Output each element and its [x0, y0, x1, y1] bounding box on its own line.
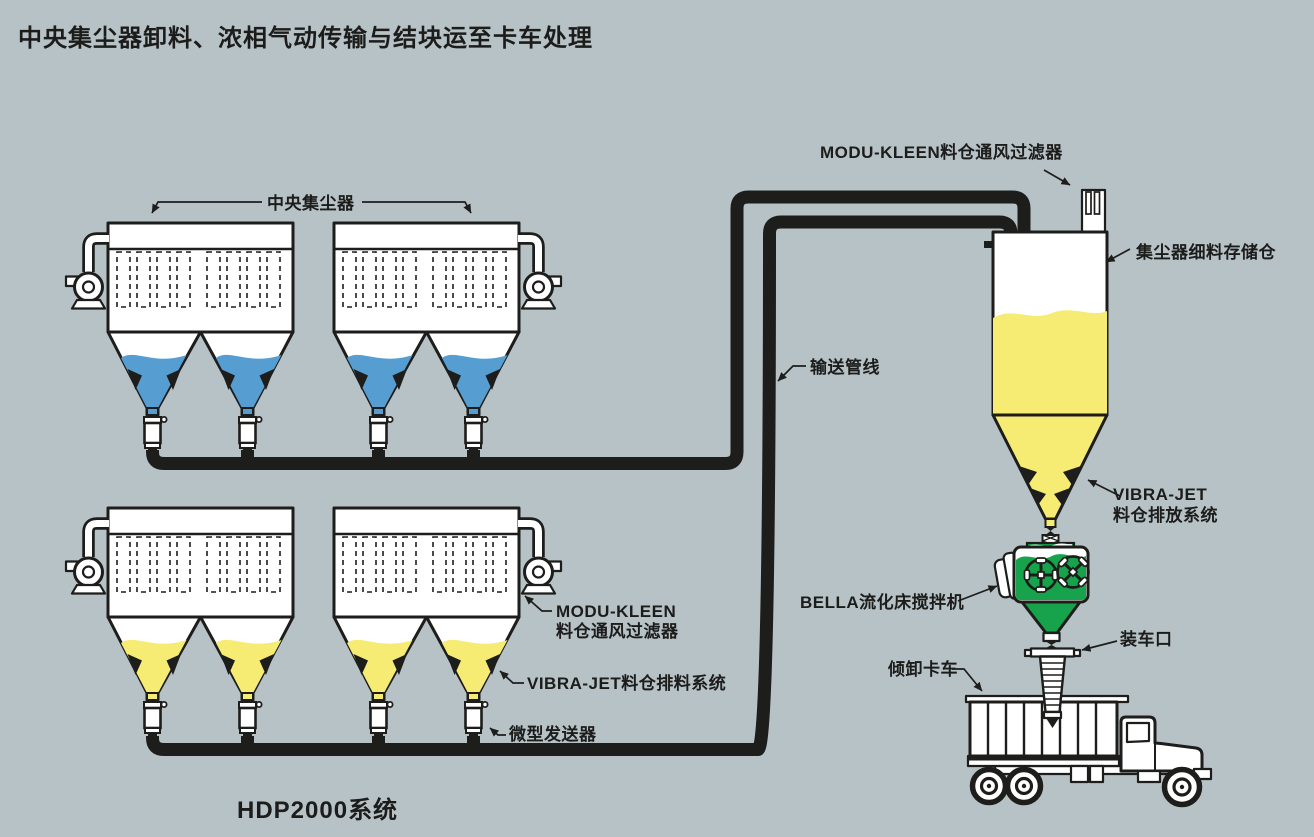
label-vibra-jet-silo-line2: 料仓排放系统	[1113, 505, 1218, 525]
truck-windshield	[1125, 721, 1151, 744]
label-system-name: HDP2000系统	[237, 796, 398, 824]
fan-collector-4	[518, 524, 561, 594]
label-vibra-jet-bottom: VIBRA-JET料仓排料系统	[527, 673, 726, 693]
central-dust-collector-4	[334, 508, 519, 741]
label-micro-transmitter: 微型发送器	[508, 724, 597, 744]
mixer-paddle-wheel-right	[1056, 555, 1090, 589]
fan-collector-1	[66, 239, 109, 309]
mixer-paddle-wheel-left	[1023, 557, 1059, 593]
silo-material	[993, 310, 1107, 414]
label-modu-kleen-top: MODU-KLEEN料仓通风过滤器	[820, 142, 1063, 162]
label-conveying-line: 输送管线	[810, 357, 880, 377]
dump-truck	[964, 694, 1213, 808]
label-loading-spout: 装车口	[1119, 629, 1173, 649]
bella-fluidized-bed-mixer	[993, 541, 1090, 649]
central-dust-collector-3	[108, 508, 293, 741]
label-central-dust-collectors: 中央集尘器	[267, 193, 355, 213]
truck-loading-spout	[1023, 647, 1082, 728]
label-storage-silo: 集尘器细料存储仓	[1135, 242, 1276, 262]
label-modu-kleen-bottom-line1: MODU-KLEEN	[556, 602, 676, 621]
central-dust-collector-2	[334, 223, 519, 456]
vibra-jet-discharge-nozzles	[1019, 466, 1081, 505]
label-bella-mixer: BELLA流化床搅拌机	[800, 592, 964, 612]
leader-lines	[151, 169, 1131, 737]
page-title: 中央集尘器卸料、浓相气动传输与结块运至卡车处理	[18, 24, 593, 52]
label-vibra-jet-silo-line1: VIBRA-JET	[1113, 485, 1207, 504]
fan-collector-3	[66, 524, 109, 594]
central-dust-collector-1	[108, 223, 293, 456]
fan-collector-2	[518, 239, 561, 309]
fines-storage-silo	[984, 188, 1109, 548]
silo-cone	[991, 413, 1109, 521]
mixer-cone	[1020, 600, 1082, 635]
label-dump-truck: 倾卸卡车	[887, 659, 958, 679]
level-sensor	[984, 241, 993, 248]
label-modu-kleen-bottom-line2: 料仓通风过滤器	[556, 621, 679, 641]
truck-wheels	[969, 766, 1203, 808]
